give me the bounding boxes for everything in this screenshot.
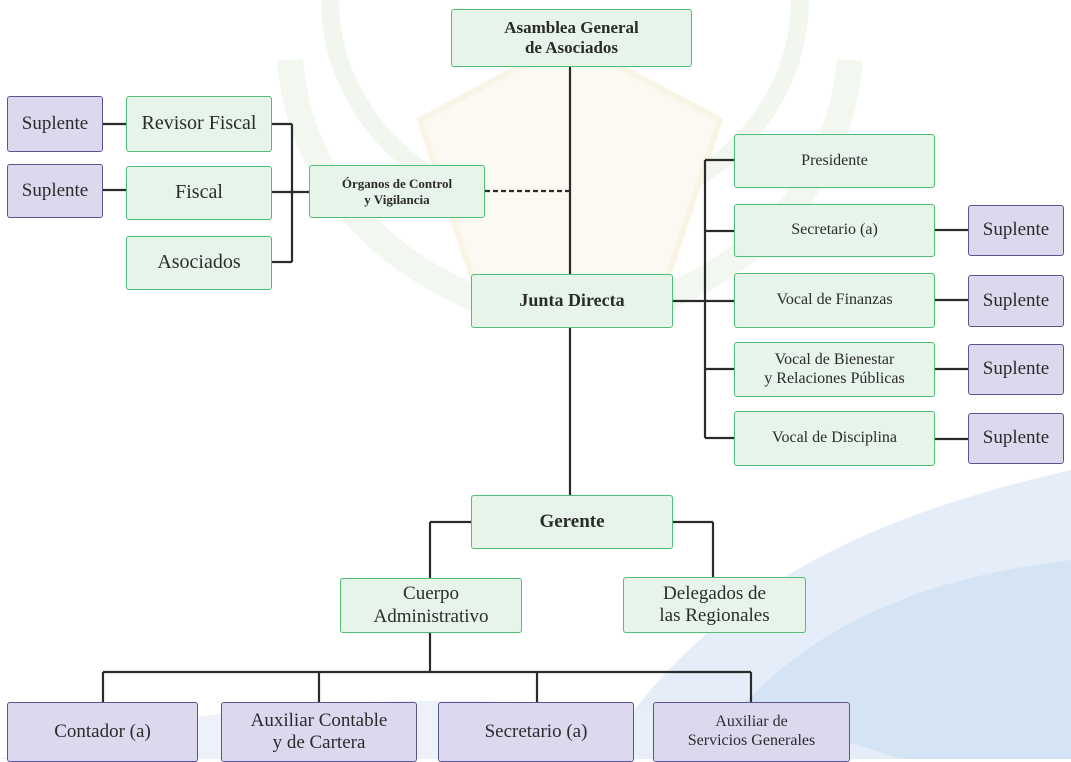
vocal-bienestar-line-1: Vocal de Bienestar: [774, 350, 895, 368]
delegados-regionales-box: Delegados de las Regionales: [623, 577, 806, 633]
suplente-label: Suplente: [982, 358, 1050, 380]
organos-line-2: y Vigilancia: [364, 191, 430, 207]
vocal-disciplina-label: Vocal de Disciplina: [771, 429, 897, 447]
suplente-fiscal-box: Suplente: [7, 164, 103, 218]
secretario-junta-label: Secretario (a): [791, 221, 878, 239]
asociados-label: Asociados: [157, 251, 241, 274]
suplente-label: Suplente: [982, 219, 1050, 241]
vocal-finanzas-label: Vocal de Finanzas: [776, 291, 893, 309]
vocal-bienestar-box: Vocal de Bienestar y Relaciones Públicas: [734, 342, 935, 397]
asociados-box: Asociados: [126, 236, 272, 290]
auxiliar-servicios-line-2: Servicios Generales: [687, 732, 816, 749]
secretario-staff-box: Secretario (a): [438, 702, 634, 762]
secretario-staff-label: Secretario (a): [484, 720, 588, 742]
organos-line-1: Órganos de Control: [341, 176, 453, 192]
cuerpo-administrativo-box: Cuerpo Administrativo: [340, 578, 522, 633]
revisor-fiscal-label: Revisor Fiscal: [141, 112, 257, 135]
contador-box: Contador (a): [7, 702, 198, 762]
auxiliar-contable-box: Auxiliar Contable y de Cartera: [221, 702, 417, 762]
auxiliar-contable-line-2: y de Cartera: [272, 732, 366, 753]
suplente-finanzas-box: Suplente: [968, 275, 1064, 327]
asamblea-line-1: Asamblea General: [504, 17, 639, 37]
fiscal-box: Fiscal: [126, 166, 272, 220]
junta-directa-box: Junta Directa: [471, 274, 673, 328]
contador-label: Contador (a): [54, 720, 151, 742]
vocal-disciplina-box: Vocal de Disciplina: [734, 411, 935, 466]
auxiliar-servicios-line-1: Auxiliar de: [715, 713, 788, 731]
asamblea-general-box: Asamblea General de Asociados: [451, 9, 692, 67]
cuerpo-line-2: Administrativo: [373, 605, 489, 627]
suplente-bienestar-box: Suplente: [968, 344, 1064, 395]
delegados-line-2: las Regionales: [659, 605, 770, 626]
secretario-junta-box: Secretario (a): [734, 204, 935, 257]
gerente-label: Gerente: [539, 510, 605, 532]
vocal-bienestar-line-2: y Relaciones Públicas: [764, 369, 905, 387]
delegados-line-1: Delegados de: [663, 582, 766, 604]
fiscal-label: Fiscal: [175, 181, 223, 204]
cuerpo-line-1: Cuerpo: [403, 583, 459, 605]
suplente-revisor-box: Suplente: [7, 96, 103, 152]
auxiliar-contable-line-1: Auxiliar Contable: [250, 709, 388, 731]
suplente-secretario-box: Suplente: [968, 205, 1064, 256]
suplente-label: Suplente: [21, 179, 89, 201]
presidente-label: Presidente: [801, 151, 868, 169]
presidente-box: Presidente: [734, 134, 935, 188]
asamblea-line-2: de Asociados: [524, 38, 619, 57]
junta-directa-label: Junta Directa: [519, 290, 625, 311]
gerente-box: Gerente: [471, 495, 673, 549]
suplente-label: Suplente: [982, 427, 1050, 449]
suplente-label: Suplente: [21, 112, 89, 134]
organos-control-box: Órganos de Control y Vigilancia: [309, 165, 485, 218]
suplente-label: Suplente: [982, 289, 1050, 311]
revisor-fiscal-box: Revisor Fiscal: [126, 96, 272, 152]
auxiliar-servicios-box: Auxiliar de Servicios Generales: [653, 702, 850, 762]
vocal-finanzas-box: Vocal de Finanzas: [734, 273, 935, 328]
suplente-disciplina-box: Suplente: [968, 413, 1064, 464]
